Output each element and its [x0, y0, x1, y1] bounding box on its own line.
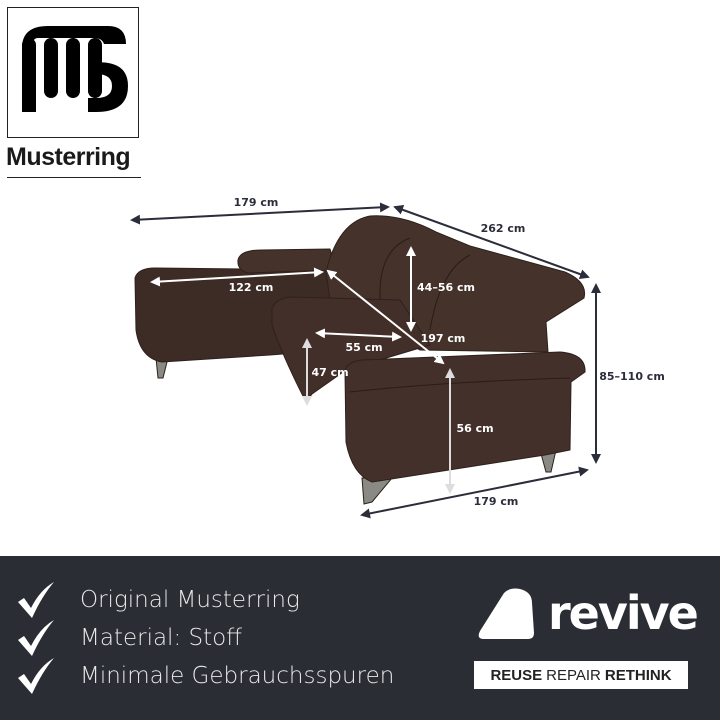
label-diagonal: 197 cm: [421, 332, 466, 345]
revive-logo-text: revive: [548, 586, 699, 640]
tag-reuse: REUSE: [490, 666, 543, 684]
label-seat-depth: 55 cm: [345, 341, 382, 354]
checkmark-icon: [18, 582, 54, 618]
revive-tagline: REUSE REPAIR RETHINK: [474, 661, 688, 689]
feature-text: Original Musterring: [80, 587, 300, 613]
label-backrest-height: 44–56 cm: [417, 281, 475, 294]
dim-chaise-length: [150, 267, 324, 287]
label-armrest-height: 56 cm: [456, 422, 493, 435]
sofa-illustration: 179 cm 262 cm 122 cm 44–56 cm 197 cm 55 …: [130, 196, 665, 519]
brand-name: Musterring: [6, 143, 131, 171]
divider: [7, 177, 141, 178]
feature-banner: [0, 556, 720, 720]
checkmark-icon: [18, 658, 54, 694]
sofa: [134, 215, 586, 505]
feature-text: Material: Stoff: [80, 625, 243, 651]
revive-logo-icon: [478, 588, 534, 639]
musterring-logo: [7, 7, 139, 138]
label-depth: 262 cm: [481, 222, 526, 235]
tag-repair: REPAIR: [546, 666, 601, 684]
feature-item: Minimale Gebrauchsspuren: [16, 656, 394, 696]
checkmark-icon: [18, 620, 54, 656]
feature-text: Minimale Gebrauchsspuren: [80, 663, 395, 689]
dim-seat-depth: [315, 328, 402, 342]
feature-item: Material: Stoff: [16, 618, 242, 658]
label-total-height: 85–110 cm: [599, 370, 665, 383]
label-front-width: 179 cm: [474, 495, 519, 508]
label-chaise-length: 122 cm: [229, 281, 274, 294]
dim-diagonal: [326, 269, 445, 365]
feature-item: Original Musterring: [16, 580, 300, 620]
dim-front-width: [360, 466, 589, 519]
dimension-labels: 179 cm 262 cm 122 cm 44–56 cm 197 cm 55 …: [229, 196, 665, 508]
dim-back-width: [130, 202, 390, 225]
musterring-logo-mark: [22, 26, 128, 112]
dim-depth: [393, 205, 590, 279]
sofa-leg: [361, 477, 394, 505]
label-seat-height: 47 cm: [311, 366, 348, 379]
dimension-lines: [130, 202, 601, 519]
label-back-width: 179 cm: [234, 196, 279, 209]
tag-rethink: RETHINK: [604, 666, 672, 684]
chaise-headrest: [237, 248, 337, 274]
